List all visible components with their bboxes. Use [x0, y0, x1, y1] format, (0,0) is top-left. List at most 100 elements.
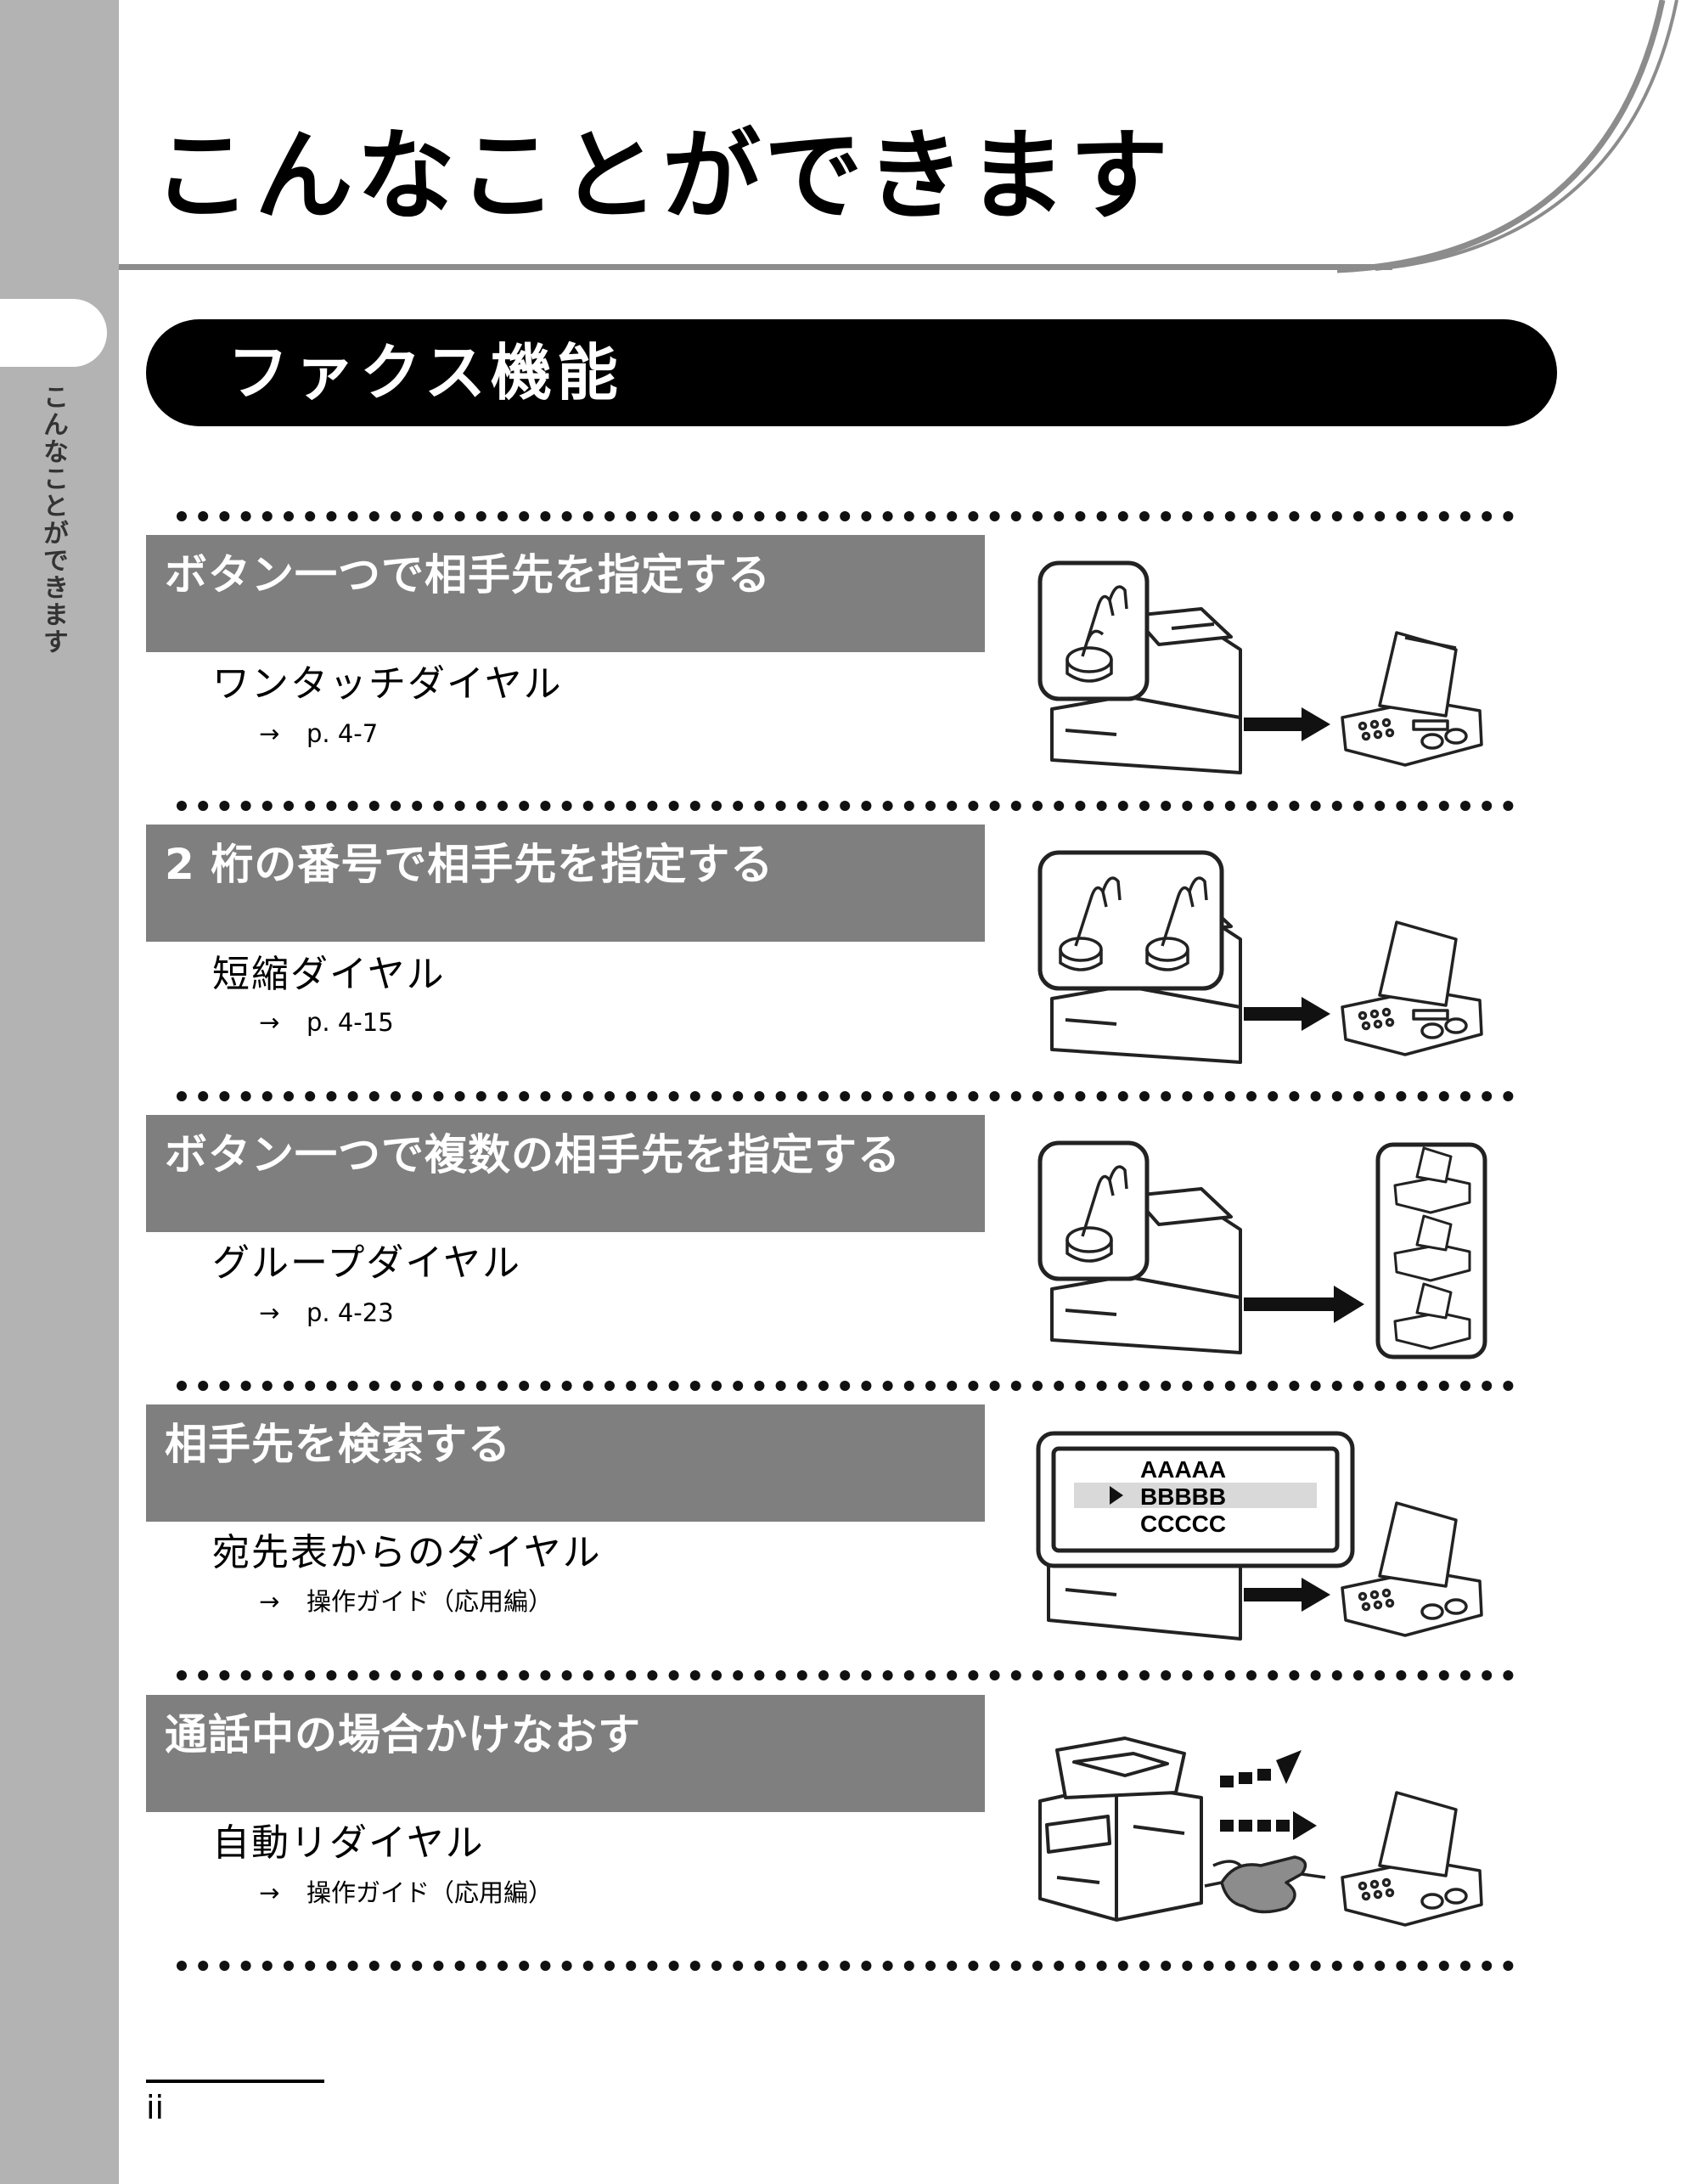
dot: [796, 801, 807, 811]
dot: [1375, 511, 1386, 521]
feature-reference[interactable]: →p. 4-7: [259, 718, 378, 749]
dot: [1203, 1091, 1214, 1101]
dot: [668, 801, 679, 811]
page-link[interactable]: 操作ガイド（応用編）: [306, 1878, 554, 1907]
dot: [840, 1381, 851, 1391]
dot: [968, 511, 979, 521]
feature-reference[interactable]: → 操作ガイド（応用編）: [259, 1586, 553, 1617]
dot: [604, 1670, 615, 1680]
dot: [582, 511, 593, 521]
fax-icon: [1341, 1791, 1483, 1927]
dot: [391, 1381, 401, 1391]
dot: [1032, 1381, 1043, 1391]
dot: [561, 1670, 572, 1680]
dot: [284, 1091, 294, 1101]
dot: [1096, 511, 1107, 521]
dot: [1010, 1381, 1021, 1391]
dot: [604, 801, 615, 811]
dot: [475, 801, 486, 811]
dot: [305, 1381, 316, 1391]
dot: [882, 1670, 893, 1680]
dot: [733, 511, 744, 521]
dot: [1224, 1670, 1235, 1680]
dot: [775, 801, 786, 811]
dot: [818, 1091, 829, 1101]
dot: [968, 1961, 979, 1971]
page-title: こんなことができます: [153, 119, 1172, 234]
dot: [540, 1961, 551, 1971]
dot: [1375, 1961, 1386, 1971]
page-link[interactable]: p. 4-23: [306, 1298, 394, 1327]
feature-reference[interactable]: →操作ガイド（応用編）: [259, 1877, 553, 1908]
dot: [1075, 801, 1086, 811]
dot: [1203, 1381, 1214, 1391]
dot: [347, 1961, 358, 1971]
dot: [754, 1961, 765, 1971]
feature-title: ボタン一つで相手先を指定する: [165, 550, 771, 599]
page-link[interactable]: p. 4-15: [306, 1008, 394, 1037]
dot: [1503, 1961, 1514, 1971]
dot: [284, 1670, 294, 1680]
page-link[interactable]: p. 4-7: [306, 719, 379, 748]
dot: [1331, 1670, 1342, 1680]
dot: [498, 511, 508, 521]
dot: [240, 801, 251, 811]
cursor-icon: [1110, 1486, 1123, 1505]
dot: [1482, 511, 1493, 521]
dot: [668, 1961, 679, 1971]
dot: [198, 1961, 209, 1971]
dot: [1289, 1961, 1300, 1971]
dot: [519, 1091, 530, 1101]
dot: [284, 511, 294, 521]
dot: [1075, 1381, 1086, 1391]
dot: [968, 1670, 979, 1680]
dot: [1010, 511, 1021, 521]
dot: [1396, 801, 1407, 811]
dot: [326, 1670, 337, 1680]
dot: [1054, 1961, 1065, 1971]
dot: [1010, 1961, 1021, 1971]
dot: [882, 511, 893, 521]
address-book-illustration: AAAAA BBBBB CCCCC: [1036, 1431, 1483, 1641]
dot: [368, 1381, 380, 1391]
dot: [775, 1091, 786, 1101]
page-link[interactable]: 操作ガイド（応用編）: [306, 1587, 554, 1616]
dot: [1289, 1381, 1300, 1391]
dot: [1353, 1670, 1363, 1680]
dot: [1182, 1961, 1193, 1971]
dot: [989, 801, 1000, 811]
dot: [1161, 511, 1172, 521]
dot: [1246, 1670, 1257, 1680]
dot: [498, 1961, 508, 1971]
dot: [1246, 1381, 1257, 1391]
feature-subtitle: ワンタッチダイヤル: [212, 662, 563, 706]
dot: [861, 511, 872, 521]
dot: [240, 1091, 251, 1101]
dot: [754, 1381, 765, 1391]
feature-reference[interactable]: →p. 4-15: [259, 1007, 394, 1038]
dot: [903, 1091, 914, 1101]
dot: [1182, 511, 1193, 521]
dot: [498, 1381, 508, 1391]
dot: [689, 801, 700, 811]
dot: [1310, 1381, 1321, 1391]
dot: [626, 1961, 637, 1971]
dot: [475, 1961, 486, 1971]
dot: [391, 1091, 401, 1101]
dot: [1096, 1961, 1107, 1971]
feature-reference[interactable]: →p. 4-23: [259, 1297, 394, 1328]
dot: [219, 1961, 230, 1971]
feature-title: ボタン一つで複数の相手先を指定する: [165, 1130, 901, 1179]
dot: [391, 1670, 401, 1680]
dot: [1438, 1091, 1449, 1101]
dot: [1268, 1381, 1279, 1391]
zoom-bubble: [1037, 1140, 1150, 1281]
dot: [305, 511, 316, 521]
dot: [1246, 801, 1257, 811]
dot: [1460, 1670, 1470, 1680]
dot: [1161, 801, 1172, 811]
dot: [1310, 511, 1321, 521]
arrow-icon: →: [259, 1587, 280, 1616]
dot: [1438, 1961, 1449, 1971]
dot: [711, 511, 722, 521]
